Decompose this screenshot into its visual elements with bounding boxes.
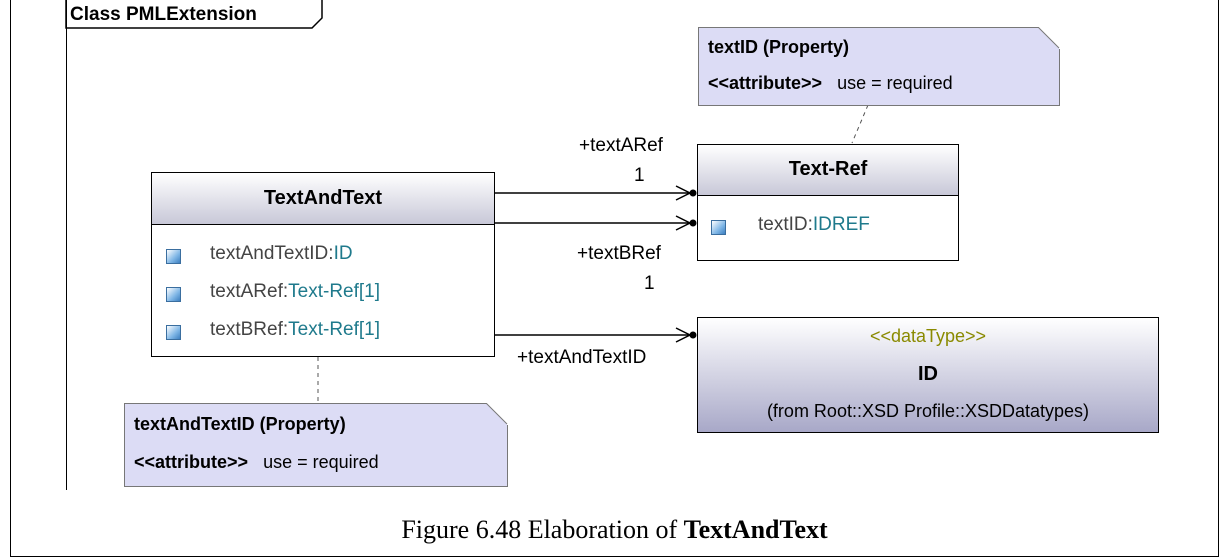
attribute-icon (711, 220, 726, 235)
note-title: textID (Property) (708, 37, 850, 57)
role-textAndTextID: +textAndTextID (517, 347, 647, 368)
attribute-icon (166, 249, 181, 264)
class-TextAndText[interactable]: TextAndText textAndTextID:ID textARef:Te… (151, 172, 495, 357)
figure-caption: Figure 6.48 Elaboration of TextAndText (401, 515, 828, 544)
note-title: textAndTextID (Property) (134, 414, 346, 434)
frame-left-edge (66, 0, 67, 490)
datatype-ID[interactable]: <<dataType>> ID (from Root::XSD Profile:… (697, 317, 1159, 433)
multiplicity-textBRef: 1 (644, 273, 655, 294)
role-textBRef: +textBRef (577, 243, 661, 264)
assoc-dot-textAndTextID (689, 331, 697, 339)
note-textID-property: textID (Property) <<attribute>> use = re… (698, 27, 1060, 106)
datatype-name: ID (918, 363, 938, 385)
class-name: TextAndText (152, 173, 494, 225)
assoc-dot-textARef (689, 189, 697, 197)
attribute-icon (166, 287, 181, 302)
figure-border (10, 0, 1219, 557)
attribute-textBRef: textBRef:Text-Ref[1] (210, 319, 381, 340)
note-body: <<attribute>> use = required (134, 452, 379, 472)
class-name: Text-Ref (698, 145, 958, 196)
attribute-textAndTextID: textAndTextID:ID (210, 243, 353, 264)
datatype-origin: (from Root::XSD Profile::XSDDatatypes) (766, 401, 1090, 421)
note-fold-icon (480, 403, 508, 425)
attribute-textID: textID:IDREF (758, 214, 870, 235)
datatype-stereotype: <<dataType>> (869, 326, 987, 346)
note-body: <<attribute>> use = required (708, 73, 953, 93)
frame-title: Class PMLExtension (70, 4, 257, 25)
class-Text-Ref[interactable]: Text-Ref textID:IDREF (697, 144, 959, 261)
role-textARef: +textARef (579, 135, 663, 156)
note-anchor-textID (851, 104, 869, 144)
attribute-icon (166, 325, 181, 340)
multiplicity-textARef: 1 (634, 165, 645, 186)
attribute-textARef: textARef:Text-Ref[1] (210, 281, 381, 302)
note-fold-icon (1032, 27, 1060, 49)
assoc-dot-textBRef (689, 219, 697, 227)
note-textAndTextID-property: textAndTextID (Property) <<attribute>> u… (124, 403, 508, 487)
